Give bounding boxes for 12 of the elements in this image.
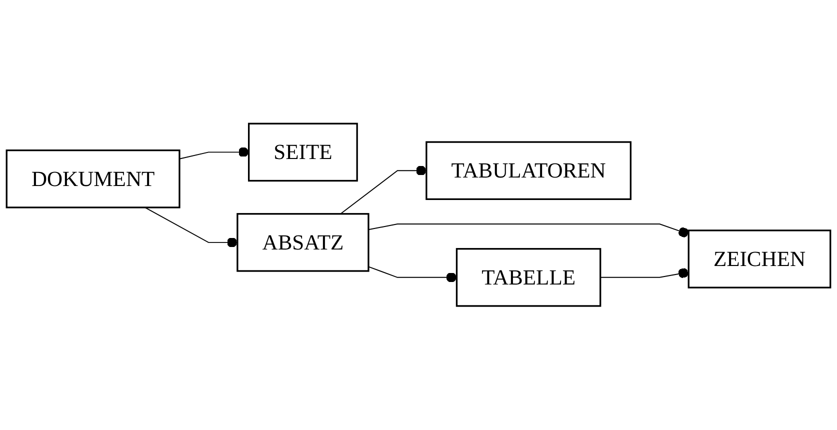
connector: [600, 268, 690, 278]
connector: [340, 166, 427, 215]
connector: [368, 266, 458, 283]
node-box: TABELLE: [456, 248, 602, 307]
connector: [368, 224, 690, 238]
node-box: SEITE: [248, 122, 358, 182]
node-box: TABULATOREN: [426, 141, 632, 200]
node-box: ZEICHEN: [688, 230, 832, 289]
node-box: DOKUMENT: [6, 150, 180, 208]
node-box: ABSATZ: [236, 213, 370, 272]
connector: [144, 207, 238, 248]
connector: [178, 147, 250, 160]
